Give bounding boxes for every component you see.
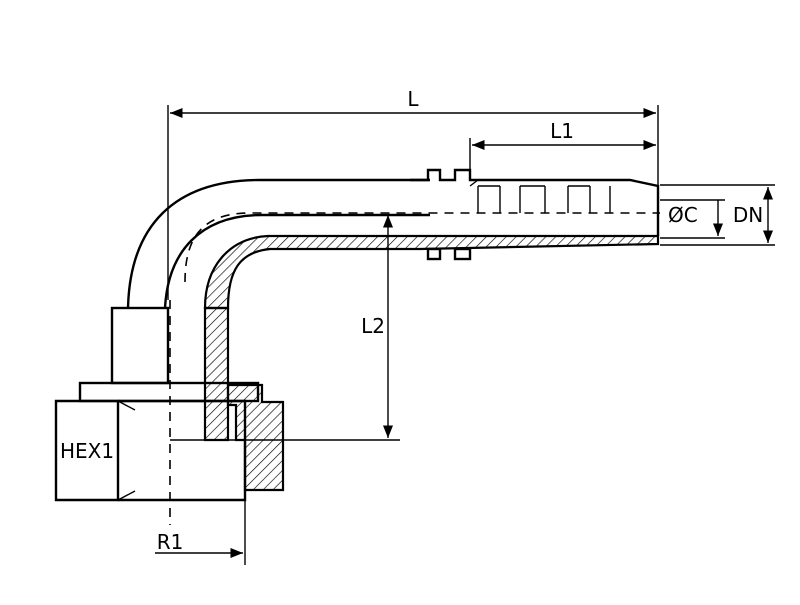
label-L1: L1 <box>550 119 574 143</box>
hose-tail <box>410 168 660 261</box>
label-DN: DN <box>733 203 763 227</box>
collar <box>110 306 170 385</box>
hex-nut-body <box>118 399 247 502</box>
hex-chamfer-bottom <box>117 490 136 501</box>
leg-section-hatch <box>203 306 230 442</box>
tube-section-hatch <box>203 234 660 310</box>
elbow-outer-wall <box>126 178 430 309</box>
label-L: L <box>407 87 419 111</box>
label-R1: R1 <box>157 530 184 554</box>
bend-centerline <box>184 212 660 283</box>
label-HEX1: HEX1 <box>60 439 114 463</box>
elbow-inner-wall-top <box>163 213 430 309</box>
label-L2: L2 <box>361 314 385 338</box>
hex-chamfer-top <box>117 400 136 411</box>
label-C: ØC <box>668 203 698 227</box>
